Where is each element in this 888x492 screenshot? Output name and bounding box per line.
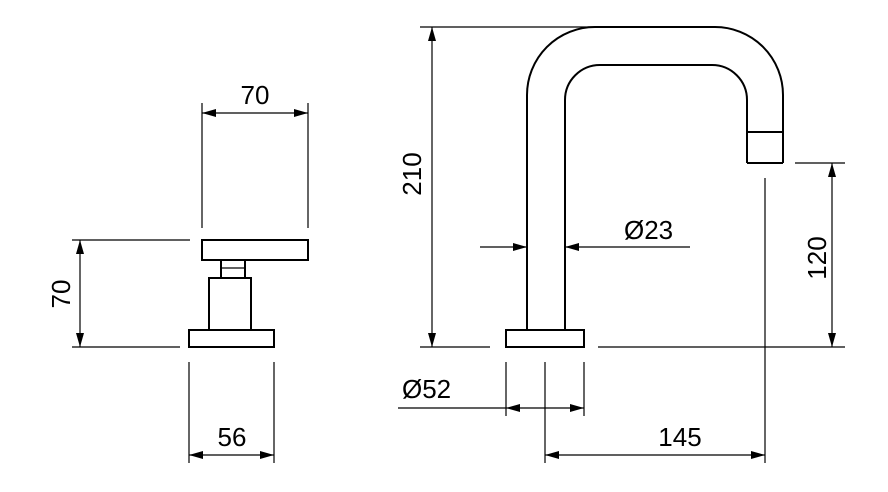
spout-inner [564, 64, 748, 330]
dim-outlet-height: 120 [598, 162, 845, 348]
handle-lever [201, 239, 309, 261]
spout-view [505, 26, 784, 348]
spout-outer [526, 26, 784, 330]
dim-outlet-height-label: 120 [802, 236, 832, 279]
dim-handle-base-label: 56 [218, 422, 247, 452]
dim-handle-height: 70 [46, 239, 190, 348]
dim-spout-height-label: 210 [397, 152, 427, 195]
dim-spout-height: 210 [397, 26, 598, 348]
handle-view [188, 239, 309, 348]
dim-handle-width: 70 [201, 80, 309, 228]
dim-handle-width-label: 70 [241, 80, 270, 110]
handle-stem [220, 259, 246, 279]
handle-base-plate [188, 329, 275, 348]
dim-handle-base: 56 [188, 362, 275, 463]
dim-handle-height-label: 70 [46, 280, 76, 309]
dim-spout-reach: 145 [544, 178, 766, 463]
dim-spout-reach-label: 145 [658, 422, 701, 452]
dim-base-diameter: Ø52 [398, 362, 585, 416]
spout-base-plate [505, 329, 585, 348]
dim-base-diameter-label: Ø52 [402, 374, 451, 404]
dim-pipe-diameter-label: Ø23 [624, 215, 673, 245]
handle-body [208, 277, 252, 331]
dim-pipe-diameter: Ø23 [480, 215, 690, 251]
